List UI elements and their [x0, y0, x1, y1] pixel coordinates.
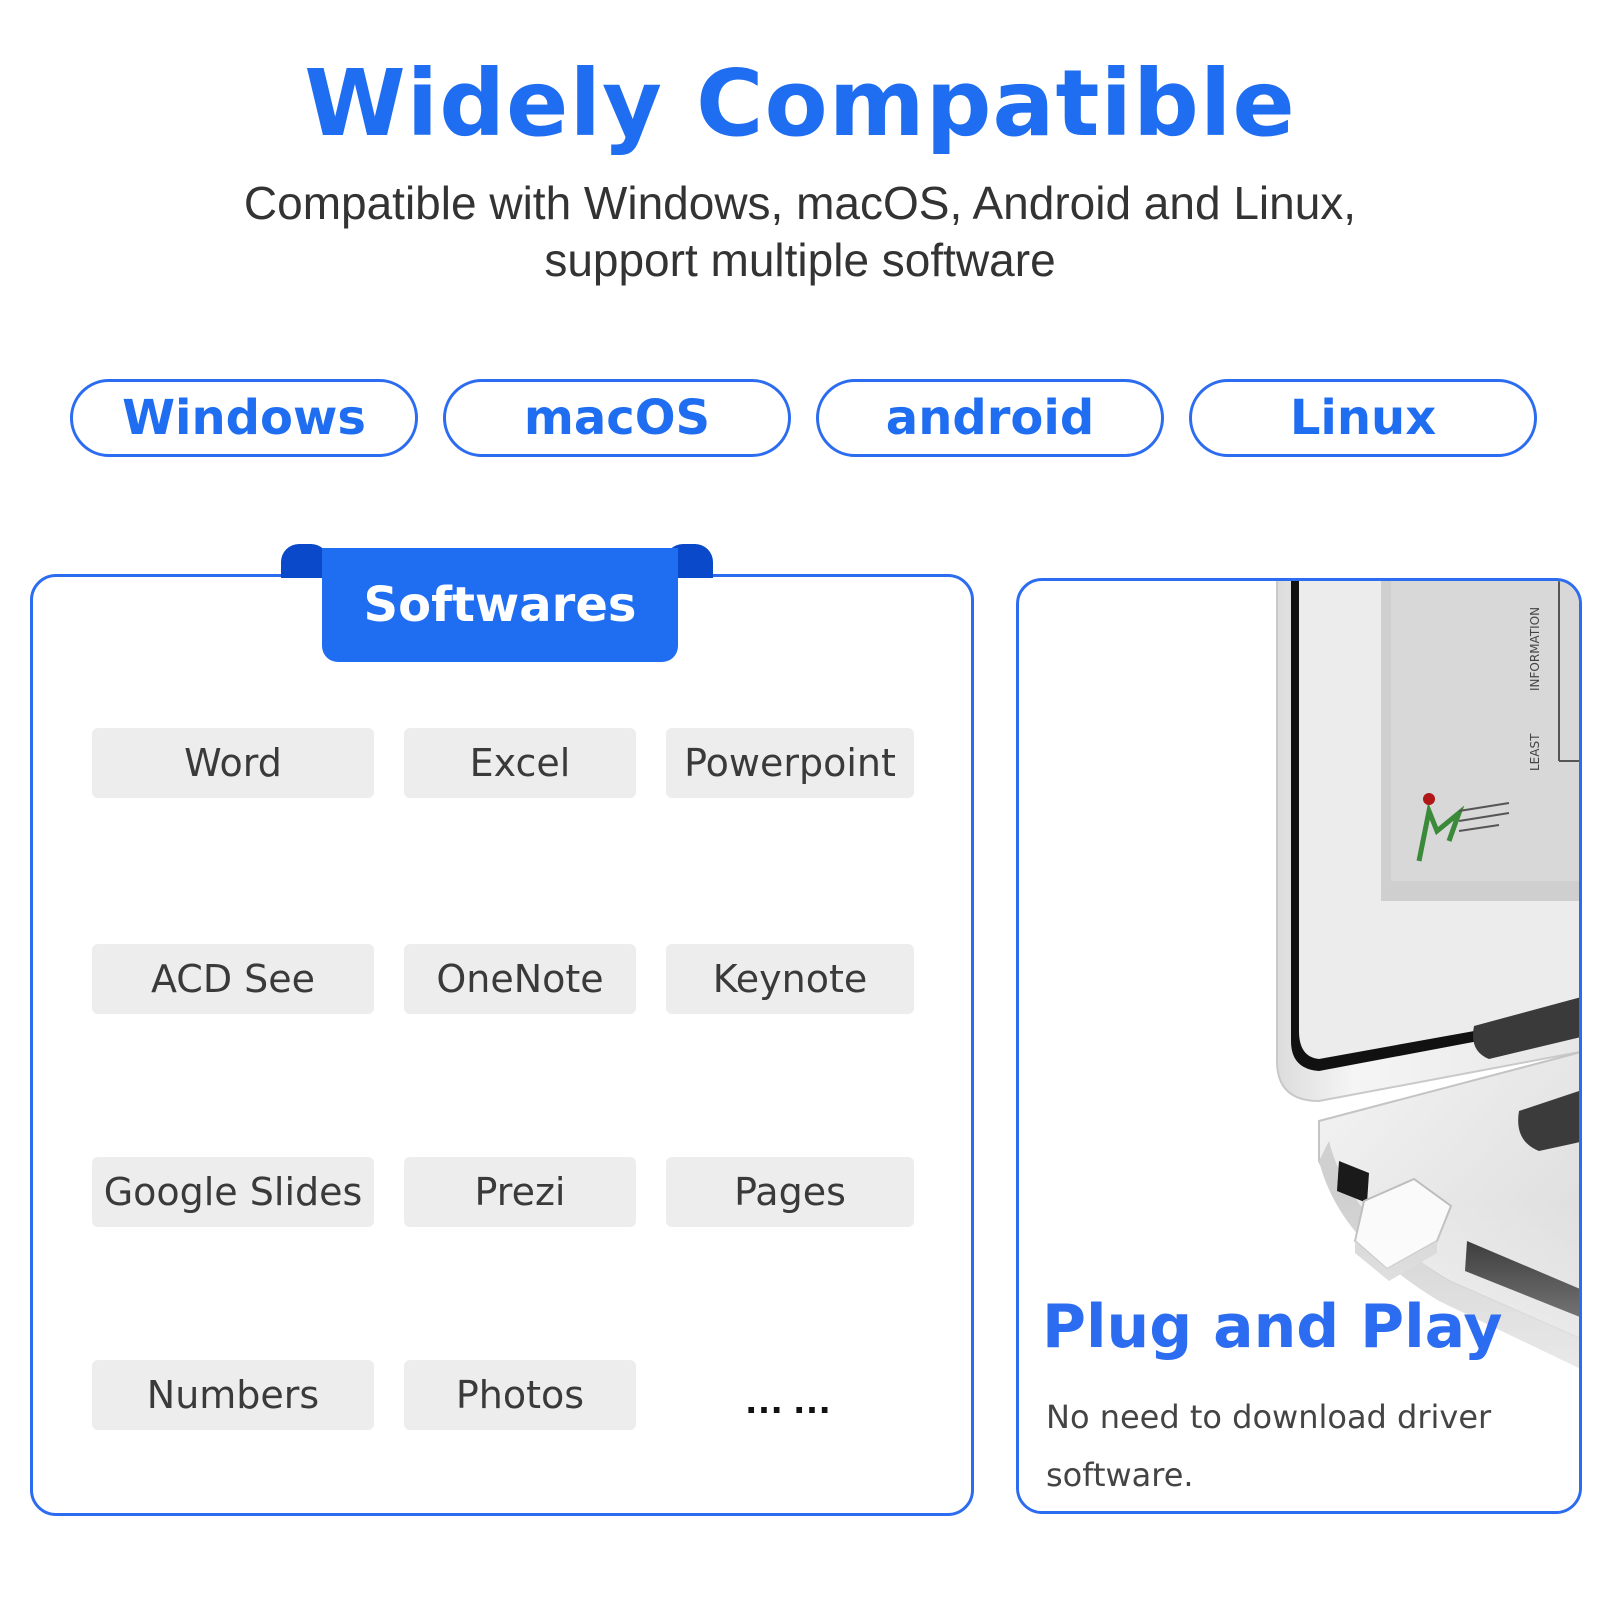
page-subtitle: Compatible with Windows, macOS, Android … — [0, 175, 1600, 289]
plug-and-play-title: Plug and Play — [1042, 1292, 1503, 1362]
software-chip-onenote: OneNote — [404, 944, 636, 1014]
softwares-ribbon: Softwares — [322, 548, 678, 662]
svg-text:LEAST: LEAST — [1528, 733, 1542, 771]
software-chip-pages: Pages — [666, 1157, 914, 1227]
software-chip-excel: Excel — [404, 728, 636, 798]
page-title: Widely Compatible — [304, 50, 1296, 157]
software-chip-word: Word — [92, 728, 374, 798]
software-chip-numbers: Numbers — [92, 1360, 374, 1430]
software-chip-photos: Photos — [404, 1360, 636, 1430]
software-chip-keynote: Keynote — [666, 944, 914, 1014]
os-tab-linux[interactable]: Linux — [1189, 379, 1537, 457]
software-chip-google-slides: Google Slides — [92, 1157, 374, 1227]
software-chip-prezi: Prezi — [404, 1157, 636, 1227]
subtitle-line-2: support multiple software — [544, 234, 1056, 286]
os-tab-windows[interactable]: Windows — [70, 379, 418, 457]
more-software-ellipsis: …… — [744, 1377, 840, 1422]
software-chip-powerpoint: Powerpoint — [666, 728, 914, 798]
svg-text:INFORMATION: INFORMATION — [1528, 607, 1542, 691]
plug-and-play-description: No need to download driver software. — [1046, 1398, 1492, 1494]
plug-and-play-panel: INFORMATION LEAST — [1016, 578, 1582, 1514]
ribbon-fold-left — [281, 544, 329, 578]
os-tab-macos[interactable]: macOS — [443, 379, 791, 457]
laptop-usb-illustration: INFORMATION LEAST — [1019, 581, 1579, 1511]
os-tab-android[interactable]: android — [816, 379, 1164, 457]
subtitle-line-1: Compatible with Windows, macOS, Android … — [243, 177, 1357, 229]
software-chip-acd-see: ACD See — [92, 944, 374, 1014]
